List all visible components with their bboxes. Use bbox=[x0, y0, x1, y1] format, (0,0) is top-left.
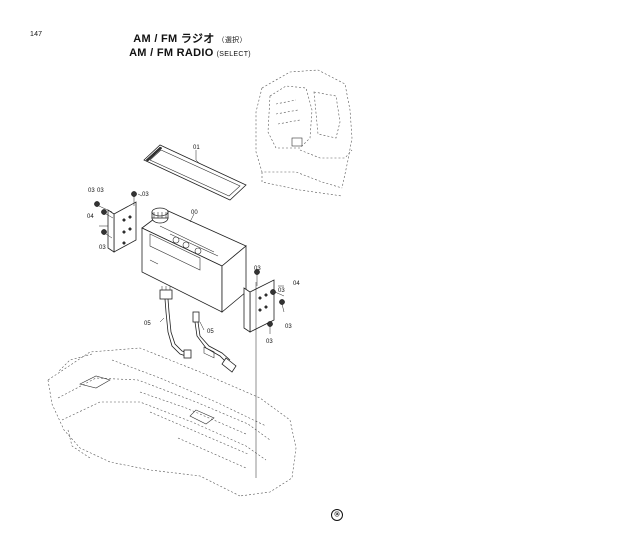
callout-03-left-top: 03 bbox=[88, 188, 95, 194]
callout-03-right-low: 03 bbox=[285, 324, 292, 330]
title-ja-note: （選択） bbox=[217, 37, 247, 44]
callout-03-right-mid: 03 bbox=[278, 288, 285, 294]
callout-03-left-right: 03 bbox=[142, 192, 149, 198]
callout-04-left: 04 bbox=[87, 214, 94, 220]
callout-03-right-top: 03 bbox=[254, 266, 261, 272]
screws bbox=[94, 191, 285, 334]
callout-01: 01 bbox=[193, 145, 200, 151]
left-bracket bbox=[107, 201, 137, 253]
screw-left-a bbox=[94, 201, 113, 213]
callout-03-left-mid: 03 bbox=[97, 188, 104, 194]
page-number: 147 bbox=[30, 31, 43, 38]
diagram-title: AM / FM ラジオ（選択） AM / FM RADIO(SELECT) bbox=[110, 33, 270, 61]
callout-04-right: 04 bbox=[293, 281, 300, 287]
callout-03-left-bottom: 03 bbox=[99, 245, 106, 251]
wire-harness-left bbox=[159, 286, 192, 359]
title-english: AM / FM RADIO(SELECT) bbox=[110, 47, 270, 61]
screw-left-d bbox=[101, 229, 113, 239]
part-00-radio bbox=[141, 207, 247, 359]
screw-right-b bbox=[270, 289, 285, 297]
lower-console bbox=[47, 347, 297, 497]
cab-outline bbox=[255, 69, 353, 197]
callout-03-right-bottom: 03 bbox=[266, 339, 273, 345]
callout-00: 00 bbox=[191, 210, 198, 216]
screw-right-d bbox=[267, 321, 273, 334]
callout-05-right: 05 bbox=[207, 329, 214, 335]
screw-left-c bbox=[131, 191, 137, 206]
title-japanese: AM / FM ラジオ（選択） bbox=[110, 33, 270, 47]
wire-harness-right bbox=[192, 311, 237, 373]
title-en-text: AM / FM RADIO bbox=[129, 46, 214, 59]
screw-right-c bbox=[279, 299, 285, 313]
callout-05-left: 05 bbox=[144, 321, 151, 327]
title-en-note: (SELECT) bbox=[216, 50, 251, 58]
title-ja-text: AM / FM ラジオ bbox=[133, 33, 215, 45]
footer-circle-mark: ⑭ bbox=[331, 509, 343, 521]
screw-right-a bbox=[254, 269, 260, 286]
part-01-frame bbox=[143, 144, 247, 201]
screw-left-b bbox=[101, 209, 114, 219]
